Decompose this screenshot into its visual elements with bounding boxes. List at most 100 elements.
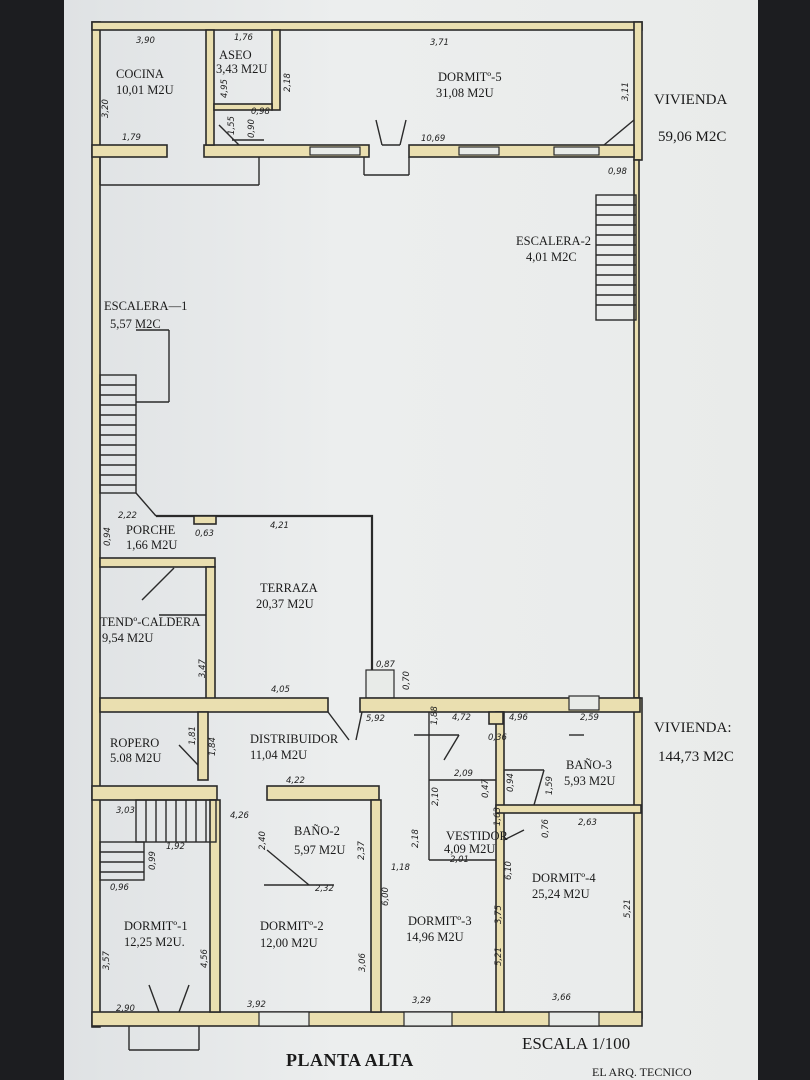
dim-label: 3,75 <box>494 905 504 924</box>
dim-label: 3,90 <box>136 36 155 46</box>
dim-label: 0,63 <box>195 529 214 539</box>
dim-label: 3,06 <box>358 952 368 972</box>
room-name-dormit4: DORMITº-4 <box>532 871 596 885</box>
stair-1 <box>99 329 170 517</box>
dim-label: 3,47 <box>198 658 208 678</box>
dim-label: 0,90 <box>247 119 257 138</box>
upper-wing-walls <box>91 29 635 186</box>
dim-label: 2,18 <box>411 828 421 848</box>
room-name-porche: PORCHE <box>126 523 176 537</box>
room-name-dormit3: DORMITº-3 <box>408 914 472 928</box>
room-area-escalera2: 4,01 M2C <box>526 250 577 264</box>
dim-label: 3,71 <box>430 38 449 48</box>
room-name-vestidor: VESTIDOR <box>446 829 508 843</box>
room-area-porche: 1,66 M2U <box>126 538 177 552</box>
total-label-upper: VIVIENDA <box>654 92 727 108</box>
dim-label: 3,92 <box>247 1000 266 1010</box>
dim-label: 1,88 <box>430 705 440 725</box>
total-value-upper: 59,06 M2C <box>658 129 726 145</box>
plan-title: PLANTA ALTA <box>286 1050 414 1070</box>
room-area-terraza: 20,37 M2U <box>256 597 314 611</box>
room-name-escalera1: ESCALERA—1 <box>104 299 187 313</box>
room-name-cocina: COCINA <box>116 67 164 81</box>
dim-label: 1,63 <box>493 807 503 826</box>
dim-label: 0,76 <box>541 818 551 838</box>
dim-label: 6,10 <box>504 861 514 880</box>
room-name-tendcaldera: TENDº-CALDERA <box>100 615 200 629</box>
dim-label: 1,18 <box>391 863 411 873</box>
dim-label: 0,70 <box>402 671 412 690</box>
room-name-ropero: ROPERO <box>110 736 159 750</box>
room-area-dormit4: 25,24 M2U <box>532 887 590 901</box>
dim-label: 4,22 <box>286 776 305 786</box>
dim-label: 2,32 <box>315 884 334 894</box>
room-area-ropero: 5.08 M2U <box>110 751 161 765</box>
dim-label: 2,01 <box>450 855 469 865</box>
room-name-terraza: TERRAZA <box>260 581 318 595</box>
dim-label: 1,92 <box>166 842 185 852</box>
dim-label: 0,94 <box>103 527 113 546</box>
room-area-escalera1: 5,57 M2C <box>110 317 161 331</box>
room-area-dormit3: 14,96 M2U <box>406 930 464 944</box>
room-name-bano3: BAÑO-3 <box>566 758 612 772</box>
signature-line: EL ARQ. TECNICO <box>592 1065 692 1079</box>
room-name-distribuidor: DISTRIBUIDOR <box>250 732 339 746</box>
dim-label: 4,26 <box>230 811 250 821</box>
dim-label: 2,10 <box>431 787 441 806</box>
room-area-bano2: 5,97 M2U <box>294 843 345 857</box>
dim-label: 3,20 <box>101 99 111 118</box>
dim-label: 5,92 <box>366 714 385 724</box>
dim-label: 3,11 <box>621 82 631 101</box>
dim-label: 3,29 <box>412 996 431 1006</box>
dim-label: 2,09 <box>454 769 473 779</box>
dim-label: 2,40 <box>258 831 268 850</box>
dim-label: 4,95 <box>220 79 230 98</box>
dim-label: 0,98 <box>608 167 628 177</box>
dim-label: 4,96 <box>509 713 529 723</box>
room-area-distribuidor: 11,04 M2U <box>250 748 307 762</box>
room-area-cocina: 10,01 M2U <box>116 83 174 97</box>
room-area-vestidor: 4,09 M2U <box>444 842 495 856</box>
dim-label: 0,98 <box>251 107 271 117</box>
total-label-lower: VIVIENDA: <box>654 720 731 736</box>
dim-label: 4,05 <box>271 685 290 695</box>
dim-label: 1,76 <box>234 33 254 43</box>
dim-label: 0,99 <box>148 851 158 870</box>
room-name-dormit2: DORMITº-2 <box>260 919 324 933</box>
lower-wing-walls <box>91 711 642 1051</box>
exterior-walls <box>91 21 643 1028</box>
room-name-bano2: BAÑO-2 <box>294 824 340 838</box>
dim-label: 2,18 <box>283 72 293 92</box>
room-area-tendcaldera: 9,54 M2U <box>102 631 153 645</box>
room-name-dormit1: DORMITº-1 <box>124 919 188 933</box>
dim-label: 3,57 <box>102 950 112 970</box>
dim-label: 4,72 <box>452 713 471 723</box>
dim-label: 0,96 <box>110 883 130 893</box>
dim-label: 1,55 <box>227 116 237 135</box>
room-area-dormit5: 31,08 M2U <box>436 86 494 100</box>
dim-label: 0,94 <box>506 773 516 792</box>
dim-label: 6,00 <box>381 887 391 906</box>
dim-label: 5,21 <box>494 947 504 966</box>
dim-label: 1,84 <box>208 737 218 756</box>
dim-label: 3,66 <box>552 993 572 1003</box>
stair-2 <box>595 194 637 321</box>
dim-label: 0,87 <box>376 660 396 670</box>
plan-sheet: COCINA 10,01 M2U ASEO 3,43 M2U DORMITº-5… <box>64 0 758 1080</box>
dim-label: 10,69 <box>421 134 445 144</box>
dim-label: 0,47 <box>481 778 491 798</box>
dim-label: 5,21 <box>623 899 633 918</box>
floor-plan: COCINA 10,01 M2U ASEO 3,43 M2U DORMITº-5… <box>91 21 734 1079</box>
dim-label: 4,56 <box>200 948 210 968</box>
room-name-escalera2: ESCALERA-2 <box>516 234 591 248</box>
dim-label: 2,90 <box>116 1004 135 1014</box>
room-area-aseo: 3,43 M2U <box>216 62 267 76</box>
terrace-area-walls <box>99 514 641 741</box>
room-name-dormit5: DORMITº-5 <box>438 70 502 84</box>
plan-scale: ESCALA 1/100 <box>522 1034 630 1053</box>
dim-label: 1,81 <box>188 726 198 745</box>
dim-label: 1,79 <box>122 133 141 143</box>
dim-label: 1,59 <box>545 776 555 795</box>
room-area-bano3: 5,93 M2U <box>564 774 615 788</box>
dim-label: 2,37 <box>357 840 367 860</box>
